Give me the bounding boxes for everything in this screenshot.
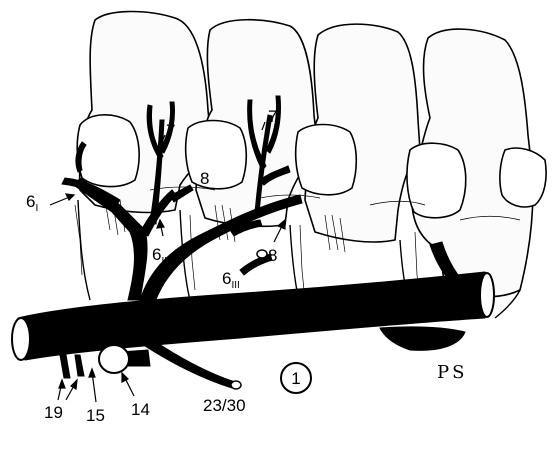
label-8-left: 8: [200, 170, 209, 187]
artist-signature: PS: [437, 364, 467, 382]
label-7-left: 7: [166, 122, 175, 139]
label-15: 15: [86, 407, 105, 424]
label-14: 14: [131, 401, 150, 418]
facet-1: [77, 115, 139, 187]
node-14: [99, 345, 129, 373]
facet-2: [186, 121, 247, 189]
label-6-i: 6I: [26, 193, 38, 214]
node-6ii: [257, 250, 267, 258]
label-6-ii: 6II: [152, 246, 167, 267]
facet-3: [296, 125, 357, 195]
label-23-30: 23/30: [203, 397, 246, 414]
label-7-right: 7: [268, 108, 277, 125]
facet-5: [500, 148, 546, 207]
label-8-right: 8: [268, 247, 277, 264]
facet-4: [407, 143, 466, 218]
vessel-end-left: [12, 318, 30, 360]
figure-number: 1: [291, 370, 300, 387]
vessel-end-right: [480, 273, 494, 317]
label-19: 19: [44, 404, 63, 421]
figure-number-circle: 1: [280, 362, 312, 394]
label-6-iii: 6III: [222, 270, 240, 291]
vessel-23-30: [145, 338, 235, 388]
